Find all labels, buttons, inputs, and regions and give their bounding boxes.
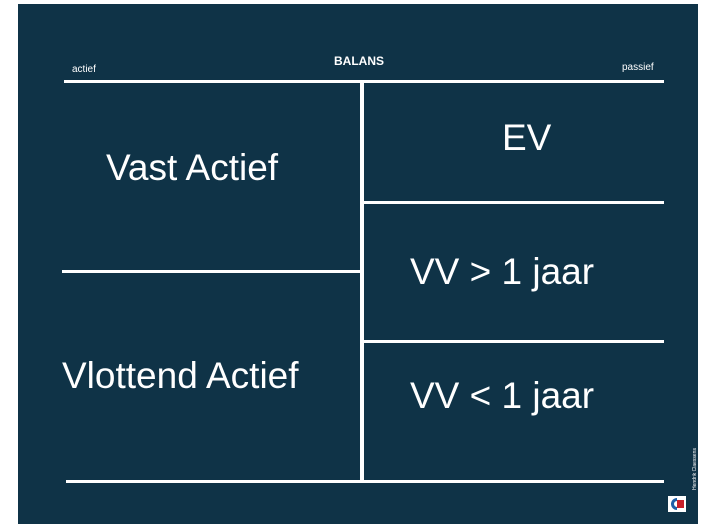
long-term-debt-label: VV > 1 jaar — [410, 251, 595, 292]
balance-sheet-slide: actief BALANS passief Vast Actief Vlotte… — [18, 4, 698, 524]
author-credit: Hendrik Claessens — [692, 448, 698, 490]
assets-side-label: actief — [72, 64, 96, 75]
short-term-debt-label: VV < 1 jaar — [410, 375, 595, 416]
equity-divider — [364, 201, 664, 204]
current-assets-label: Vlottend Actief — [62, 355, 299, 396]
liabilities-side-label: passief — [622, 62, 654, 73]
top-rule — [64, 80, 664, 83]
assets-divider — [62, 270, 360, 273]
balance-title: BALANS — [334, 54, 384, 68]
bottom-rule — [66, 480, 664, 483]
fixed-assets-label: Vast Actief — [106, 147, 279, 188]
equity-label: EV — [502, 117, 552, 158]
presenter-logo-icon — [668, 496, 686, 512]
long-term-debt-divider — [364, 340, 664, 343]
center-divider — [360, 82, 364, 480]
